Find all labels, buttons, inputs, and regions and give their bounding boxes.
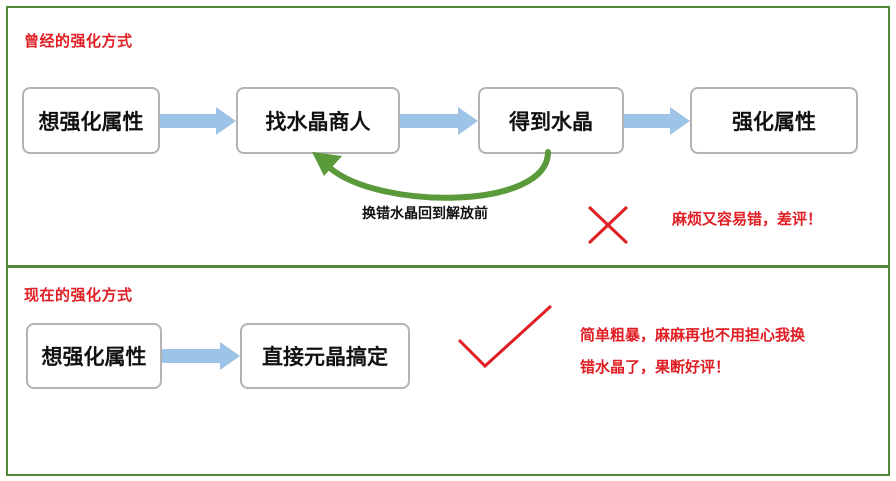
flow-arrow-icon bbox=[160, 107, 236, 135]
old-step-1-box: 想强化属性 bbox=[22, 87, 160, 154]
new-verdict-line-1: 简单粗暴，麻麻再也不用担心我换 bbox=[580, 326, 806, 344]
old-step-3-box: 得到水晶 bbox=[478, 87, 624, 154]
loop-back-caption: 换错水晶回到解放前 bbox=[362, 206, 488, 222]
old-verdict-text: 麻烦又容易错，差评！ bbox=[672, 210, 823, 228]
check-icon bbox=[457, 304, 553, 369]
flow-arrow-icon bbox=[624, 107, 690, 135]
new-step-2-box: 直接元晶搞定 bbox=[240, 323, 410, 389]
new-step-1-box: 想强化属性 bbox=[26, 323, 162, 389]
cross-icon bbox=[587, 205, 629, 245]
old-method-title: 曾经的强化方式 bbox=[24, 32, 133, 50]
new-verdict-line-2: 错水晶了，果断好评！ bbox=[580, 358, 731, 376]
new-method-title: 现在的强化方式 bbox=[24, 286, 133, 304]
old-step-2-box: 找水晶商人 bbox=[236, 87, 400, 154]
flow-arrow-icon bbox=[162, 342, 240, 370]
flow-arrow-icon bbox=[400, 107, 478, 135]
old-step-4-box: 强化属性 bbox=[690, 87, 858, 154]
